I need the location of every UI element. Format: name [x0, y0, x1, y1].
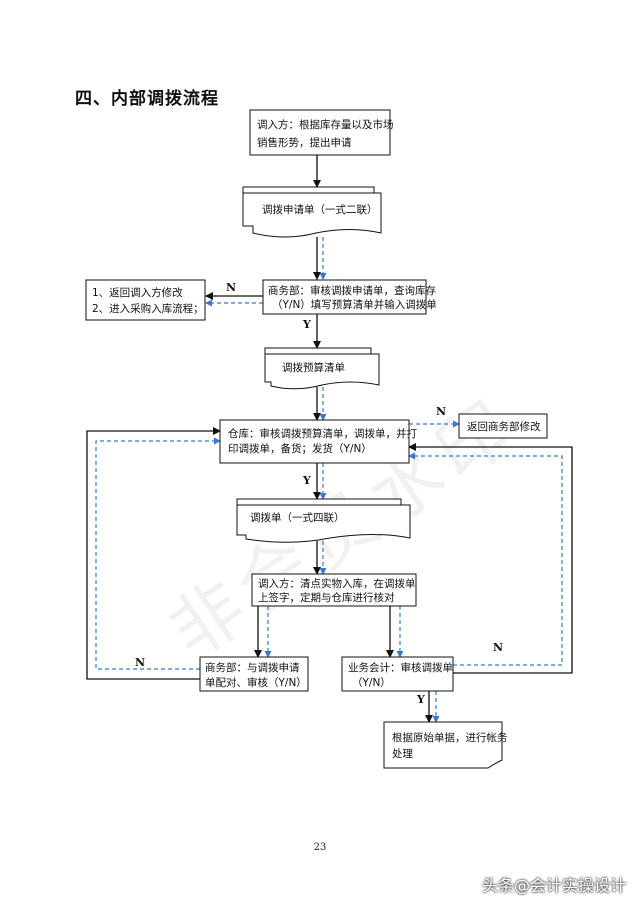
- step6-line2: （Y/N）: [352, 677, 391, 689]
- step5-box: 商务部：与调拨申请 单配对、审核（Y/N）: [199, 656, 309, 692]
- step1-line1: 调入方：根据库存量以及市场: [257, 118, 394, 131]
- step5-line1: 商务部：与调拨申请: [205, 661, 300, 674]
- arrow-step6-back-step3: [408, 443, 573, 674]
- step6-box: 业务会计：审核调拨单 （Y/N）: [341, 656, 454, 692]
- reject2-box: 返回商务部修改: [458, 413, 548, 439]
- page-title: 四、内部调拨流程: [75, 89, 219, 109]
- reject2-label: 返回商务部修改: [467, 420, 541, 433]
- doc1-label: 调拨申请单（一式二联）: [262, 203, 378, 216]
- yes-label-2: Y: [302, 474, 311, 487]
- step1-box: 调入方：根据库存量以及市场 销售形势，提出申请: [249, 109, 394, 156]
- step6-line1: 业务会计：审核调拨单: [348, 661, 453, 674]
- doc2-label: 调拨预算清单: [282, 361, 345, 374]
- reject1-line2: 2、进入采购入库流程；: [92, 302, 204, 315]
- step7-line2: 处理: [392, 748, 413, 760]
- yes-label-1: Y: [302, 318, 311, 331]
- step5-line2: 单配对、审核（Y/N）: [205, 676, 307, 689]
- step2-box: 商务部：审核调拨申请单，查询库存 （Y/N）填写预算清单并输入调拨单: [262, 279, 437, 315]
- step4-line2: 上签字，定期与仓库进行核对: [258, 591, 395, 604]
- doc3-document: 调拨单（一式四联）: [236, 498, 411, 543]
- step4-box: 调入方：清点实物入库，在调拨单 上签字，定期与仓库进行核对: [251, 573, 417, 607]
- step2-line2: （Y/N）填写预算清单并输入调拨单: [272, 298, 437, 311]
- arrow-step5-back-step3: [86, 427, 221, 680]
- doc3-label: 调拨单（一式四联）: [250, 511, 345, 524]
- step3-line1: 仓库：审核调拨预算清单，调拨单，并打: [228, 427, 417, 440]
- step3-box: 仓库：审核调拨预算清单，调拨单，并打 印调拨单，备货；发货（Y/N）: [219, 419, 417, 464]
- step3-line2: 印调拨单，备货；发货（Y/N）: [228, 442, 372, 455]
- page-number: 23: [313, 842, 327, 853]
- step1-line2: 销售形势，提出申请: [257, 136, 352, 149]
- reject1-line1: 1、返回调入方修改: [92, 286, 183, 299]
- step2-line1: 商务部：审核调拨申请单，查询库存: [268, 284, 436, 297]
- reject1-box: 1、返回调入方修改 2、进入采购入库流程；: [85, 279, 206, 321]
- footer-watermark: 头条@会计实操设计: [481, 876, 626, 895]
- solid-connectors: [86, 155, 573, 723]
- step7-line1: 根据原始单据，进行帐务: [392, 731, 508, 744]
- doc1-document: 调拨申请单（一式二联）: [242, 186, 382, 238]
- yes-label-3: Y: [416, 693, 425, 706]
- step7-document: 根据原始单据，进行帐务 处理: [383, 721, 508, 769]
- no-label-3: N: [135, 656, 145, 669]
- no-label-1: N: [226, 281, 236, 294]
- dashed-connectors: [95, 237, 563, 723]
- step4-line1: 调入方：清点实物入库，在调拨单: [258, 577, 416, 590]
- doc2-document: 调拨预算清单: [264, 347, 380, 390]
- no-label-2: N: [436, 405, 446, 418]
- no-label-4: N: [493, 641, 503, 654]
